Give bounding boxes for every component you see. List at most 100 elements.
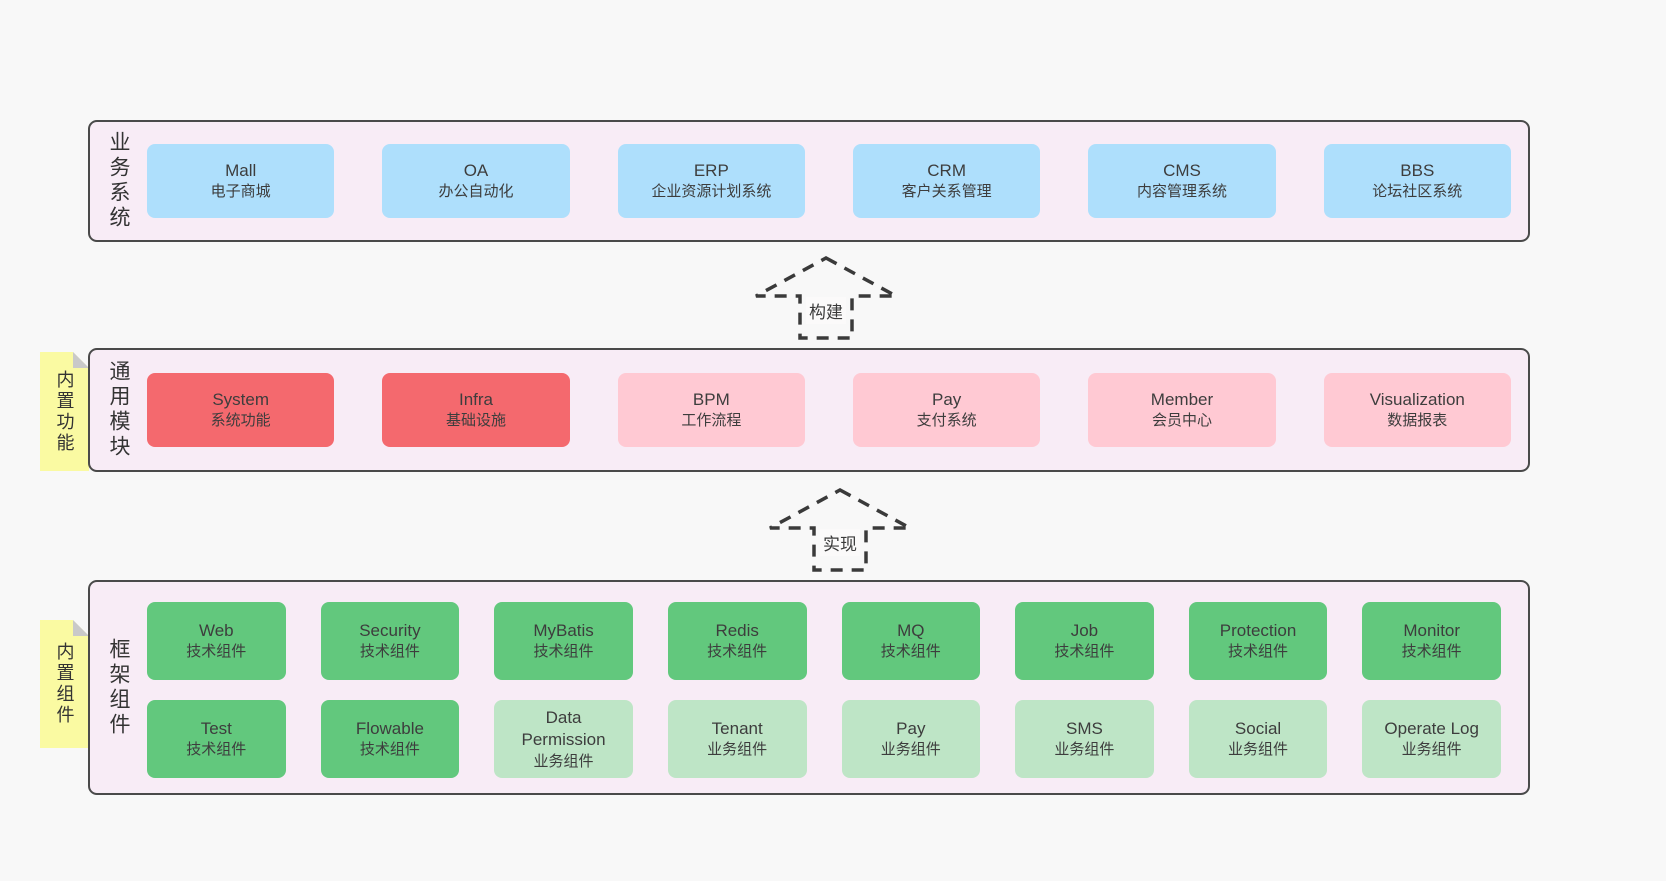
node-subtitle: 业务组件 bbox=[1054, 741, 1115, 759]
node-pay-system: Pay 支付系统 bbox=[852, 373, 1041, 447]
node-title: Redis bbox=[715, 620, 759, 640]
node-subtitle: 基础设施 bbox=[445, 412, 506, 430]
node-subtitle: 业务组件 bbox=[1401, 741, 1462, 759]
node-title: MyBatis bbox=[533, 620, 594, 640]
panel-common-label: 通用模块 bbox=[107, 360, 130, 460]
up-arrow-icon bbox=[755, 256, 897, 340]
node-title: BBS bbox=[1400, 160, 1435, 180]
node-title: Data Permission bbox=[521, 707, 606, 750]
node-protection: Protection 技术组件 bbox=[1188, 602, 1328, 680]
panel-common-modules: 通用模块 System 系统功能 Infra 基础设施 BPM 工作流程 Pay… bbox=[88, 348, 1530, 472]
node-title: Job bbox=[1070, 620, 1099, 640]
node-subtitle: 内容管理系统 bbox=[1136, 183, 1227, 201]
node-subtitle: 技术组件 bbox=[359, 643, 420, 661]
node-member: Member 会员中心 bbox=[1088, 373, 1276, 447]
panel-business-label: 业务系统 bbox=[107, 131, 130, 231]
node-subtitle: 数据报表 bbox=[1387, 412, 1448, 430]
node-bbs: BBS 论坛社区系统 bbox=[1323, 144, 1511, 218]
node-bpm: BPM 工作流程 bbox=[617, 373, 805, 447]
node-title: Flowable bbox=[355, 718, 424, 738]
up-arrow-icon bbox=[769, 488, 911, 572]
node-title: Protection bbox=[1219, 620, 1297, 640]
node-title: Monitor bbox=[1403, 620, 1461, 640]
node-subtitle: 技术组件 bbox=[880, 643, 941, 661]
business-row: Mall 电子商城 OA 办公自动化 ERP 企业资源计划系统 CRM 客户关系… bbox=[147, 144, 1511, 218]
panel-framework-components: 框架组件 Web 技术组件 Security 技术组件 MyBatis 技术组件… bbox=[88, 580, 1530, 795]
panel-framework-label: 框架组件 bbox=[107, 637, 130, 738]
node-title: System bbox=[212, 389, 269, 409]
node-subtitle: 业务组件 bbox=[707, 741, 768, 759]
node-title: Social bbox=[1234, 718, 1282, 738]
node-title: Pay bbox=[932, 389, 962, 409]
node-subtitle: 电子商城 bbox=[210, 183, 271, 201]
node-redis: Redis 技术组件 bbox=[667, 602, 807, 680]
node-subtitle: 业务组件 bbox=[1228, 741, 1289, 759]
node-subtitle: 支付系统 bbox=[916, 412, 977, 430]
node-title: Operate Log bbox=[1384, 718, 1479, 738]
panel-business-systems: 业务系统 Mall 电子商城 OA 办公自动化 ERP 企业资源计划系统 CRM… bbox=[88, 120, 1530, 242]
node-system: System 系统功能 bbox=[147, 373, 335, 447]
node-subtitle: 系统功能 bbox=[210, 412, 271, 430]
node-test: Test 技术组件 bbox=[147, 700, 286, 778]
node-subtitle: 技术组件 bbox=[186, 643, 247, 661]
node-erp: ERP 企业资源计划系统 bbox=[617, 144, 805, 218]
node-title: Web bbox=[198, 620, 234, 640]
node-title: BPM bbox=[692, 389, 730, 409]
node-sms: SMS 业务组件 bbox=[1015, 700, 1154, 778]
sticky-note-text: 内置组件 bbox=[54, 642, 75, 726]
node-subtitle: 论坛社区系统 bbox=[1372, 183, 1463, 201]
node-job: Job 技术组件 bbox=[1015, 602, 1154, 680]
node-subtitle: 办公自动化 bbox=[438, 183, 514, 201]
node-subtitle: 技术组件 bbox=[186, 741, 247, 759]
sticky-fold-icon bbox=[73, 352, 89, 368]
node-mall: Mall 电子商城 bbox=[147, 144, 335, 218]
node-data-permission: Data Permission 业务组件 bbox=[494, 700, 633, 778]
node-subtitle: 业务组件 bbox=[880, 741, 941, 759]
common-row: System 系统功能 Infra 基础设施 BPM 工作流程 Pay 支付系统… bbox=[147, 373, 1511, 447]
node-subtitle: 技术组件 bbox=[359, 741, 420, 759]
node-title: MQ bbox=[897, 620, 925, 640]
node-visualization: Visualization 数据报表 bbox=[1323, 373, 1511, 447]
node-oa: OA 办公自动化 bbox=[382, 144, 570, 218]
node-subtitle: 会员中心 bbox=[1151, 412, 1212, 430]
node-tenant: Tenant 业务组件 bbox=[667, 700, 807, 778]
sticky-note-text: 内置功能 bbox=[54, 369, 75, 454]
node-social: Social 业务组件 bbox=[1188, 700, 1328, 778]
framework-row-1: Web 技术组件 Security 技术组件 MyBatis 技术组件 Redi… bbox=[147, 602, 1501, 680]
node-subtitle: 技术组件 bbox=[1054, 643, 1115, 661]
node-title: SMS bbox=[1066, 718, 1103, 738]
node-subtitle: 技术组件 bbox=[1401, 643, 1462, 661]
sticky-note-builtin-components: 内置组件 bbox=[40, 620, 89, 748]
node-web: Web 技术组件 bbox=[147, 602, 286, 680]
sticky-fold-icon bbox=[73, 620, 89, 636]
node-mq: MQ 技术组件 bbox=[841, 602, 981, 680]
node-subtitle: 技术组件 bbox=[707, 643, 768, 661]
node-title: CRM bbox=[927, 160, 966, 180]
node-subtitle: 技术组件 bbox=[1228, 643, 1289, 661]
sticky-note-builtin-features: 内置功能 bbox=[40, 352, 89, 471]
node-title: ERP bbox=[693, 160, 729, 180]
node-security: Security 技术组件 bbox=[320, 602, 460, 680]
node-subtitle: 业务组件 bbox=[533, 752, 594, 770]
build-arrow-label: 构建 bbox=[806, 297, 846, 324]
node-title: Member bbox=[1150, 389, 1214, 409]
node-flowable: Flowable 技术组件 bbox=[320, 700, 460, 778]
node-subtitle: 企业资源计划系统 bbox=[651, 183, 772, 201]
node-subtitle: 技术组件 bbox=[533, 643, 594, 661]
build-arrow: 构建 bbox=[751, 255, 901, 341]
node-title: Tenant bbox=[711, 718, 763, 738]
node-operate-log: Operate Log 业务组件 bbox=[1362, 700, 1501, 778]
node-pay-component: Pay 业务组件 bbox=[841, 700, 981, 778]
node-title: CMS bbox=[1163, 160, 1201, 180]
framework-row-2: Test 技术组件 Flowable 技术组件 Data Permission … bbox=[147, 700, 1501, 778]
node-mybatis: MyBatis 技术组件 bbox=[494, 602, 633, 680]
node-subtitle: 客户关系管理 bbox=[901, 183, 992, 201]
node-title: Security bbox=[359, 620, 421, 640]
implement-arrow: 实现 bbox=[765, 487, 915, 573]
node-title: Infra bbox=[458, 389, 493, 409]
node-infra: Infra 基础设施 bbox=[382, 373, 570, 447]
node-subtitle: 工作流程 bbox=[681, 412, 742, 430]
node-monitor: Monitor 技术组件 bbox=[1362, 602, 1501, 680]
node-crm: CRM 客户关系管理 bbox=[852, 144, 1041, 218]
